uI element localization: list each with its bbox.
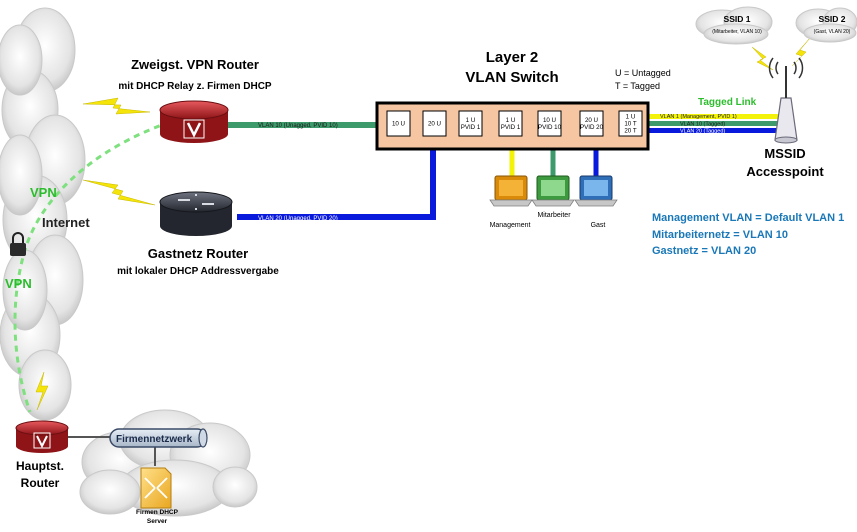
tagged-link-label: Tagged Link [698, 97, 757, 108]
switch-title-line1: Layer 2 [486, 49, 539, 66]
gast-laptop-icon [574, 175, 618, 207]
switch-port-5 [537, 110, 562, 137]
ssid1-cloud [695, 6, 773, 45]
dhcp-server-icon [140, 467, 172, 509]
internet-label: Internet [42, 215, 90, 230]
accesspoint-icon [768, 57, 804, 144]
trunk-vlan1 [648, 114, 780, 119]
switch-port-6 [579, 110, 604, 137]
switch-port-6-label: 20 U [585, 117, 598, 124]
switch-port-2 [422, 110, 447, 137]
mitarbeiter-client-label: Mitarbeiter [537, 212, 571, 219]
ssid2-sub: (Gast, VLAN 20) [814, 29, 851, 35]
lightning-icon-1 [82, 97, 151, 115]
switch-port-7-label: 10 T [624, 121, 636, 128]
gast-router-subtitle: mit lokaler DHCP Addressvergabe [117, 266, 279, 277]
mitarbeiter-laptop-icon [531, 175, 575, 207]
legend-untagged: U = Untagged [615, 68, 671, 78]
switch-port-7 [618, 110, 643, 137]
vpn-label-upper: VPN [30, 185, 57, 200]
trunk-vlan20 [648, 128, 780, 133]
ssid2-cloud [795, 7, 857, 43]
internet-cloud [0, 7, 86, 421]
switch-port-4-label: 1 U [506, 117, 516, 124]
ssid1-sub: (Mitarbeiter, VLAN 10) [712, 29, 762, 35]
zweig-router-icon [159, 100, 229, 143]
info-gast-vlan: Gastnetz = VLAN 20 [652, 245, 756, 257]
ssid2-title: SSID 2 [819, 14, 846, 24]
lock-icon [10, 232, 26, 256]
gast-router-title: Gastnetz Router [148, 246, 248, 261]
switch-port-3 [458, 110, 483, 137]
lightning-icon-5 [791, 37, 811, 67]
switch-port-5-label: PVID 10 [538, 124, 562, 131]
switch-port-4 [498, 110, 523, 137]
vlan10-link-label: VLAN 10 (Unagged, PVID 10) [258, 123, 338, 129]
haupt-router-line2: Router [21, 476, 60, 490]
switch-port-1 [386, 110, 411, 137]
switch-port-7-label: 20 T [624, 128, 636, 135]
management-client-label: Management [490, 222, 531, 229]
trunk-vlan20-label: VLAN 20 (Tagged) [680, 129, 725, 135]
dhcp-server-line2: Server [147, 518, 168, 525]
lightning-icon-2 [82, 179, 156, 206]
vpn-label-lower: VPN [5, 276, 32, 291]
gast-router-icon [159, 191, 233, 236]
dhcp-server-line1: Firmen DHCP [136, 509, 179, 516]
switch-port-7-label: 1 U [626, 114, 636, 121]
switch-port-2-label: 20 U [428, 121, 441, 128]
gast-client-label: Gast [591, 222, 606, 229]
info-management-vlan: Management VLAN = Default VLAN 1 [652, 212, 844, 224]
firmennetzwerk-label: Firmennetzwerk [116, 434, 193, 445]
switch-port-3-label: 1 U [466, 117, 476, 124]
switch-port-1-label: 10 U [392, 121, 405, 128]
legend-tagged: T = Tagged [615, 81, 660, 91]
lightning-icon-3 [35, 371, 49, 411]
management-laptop-icon [489, 175, 533, 207]
switch-port-5-label: 10 U [543, 117, 556, 124]
ssid1-title: SSID 1 [724, 14, 751, 24]
trunk-vlan1-label: VLAN 1 (Management, PVID 1) [660, 114, 737, 120]
info-mitarbeiter-vlan: Mitarbeiternetz = VLAN 10 [652, 229, 788, 241]
zweig-router-title: Zweigst. VPN Router [131, 57, 259, 72]
haupt-router-line1: Hauptst. [16, 459, 64, 473]
firmennetzwerk-pipe [109, 428, 208, 448]
switch-title-line2: VLAN Switch [465, 69, 558, 86]
switch-port-4-label: PVID 1 [501, 124, 521, 131]
switch-port-6-label: PVID 20 [580, 124, 604, 131]
switch-port-3-label: PVID 1 [461, 124, 481, 131]
trunk-vlan10-label: VLAN 10 (Tagged) [680, 122, 725, 128]
lightning-icon-4 [751, 46, 774, 71]
ap-label-line1: MSSID [764, 146, 805, 161]
ap-label-line2: Accesspoint [746, 164, 824, 179]
vlan20-link [237, 144, 436, 220]
trunk-vlan10 [648, 121, 780, 126]
zweig-router-subtitle: mit DHCP Relay z. Firmen DHCP [118, 81, 272, 92]
vlan20-link-label: VLAN 20 (Unagged, PVID 20) [258, 216, 338, 222]
haupt-router-icon [15, 420, 69, 453]
